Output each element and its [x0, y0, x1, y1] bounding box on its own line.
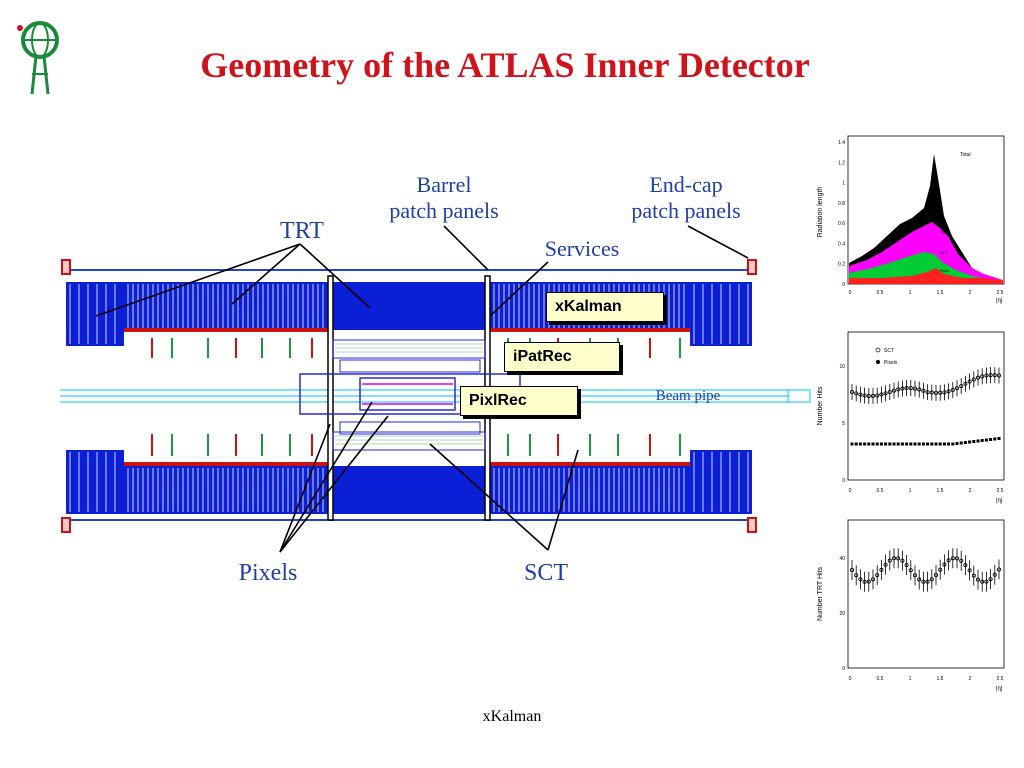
radiation-xlabel: |η| — [996, 298, 1003, 304]
slide-footer: xKalman — [482, 708, 542, 725]
trt-hits-ylabel: Number TRT Hits — [817, 566, 824, 621]
trt-y-tick: 0 — [842, 666, 845, 672]
radiation-x-tick: 1.5 — [937, 290, 944, 296]
trt-x-tick: 2.5 — [997, 676, 1004, 682]
label-sct: SCT — [524, 560, 568, 586]
radiation-x-tick: 1 — [909, 290, 912, 296]
hits-sct-series — [850, 367, 1001, 404]
trt-hits-xlabel: |η| — [996, 686, 1003, 692]
trt-hits-series — [850, 548, 1001, 592]
radiation-legend-trt: TRT — [940, 230, 948, 235]
radiation-y-tick: 0.8 — [838, 201, 845, 207]
hits-legend-sct: SCT — [884, 348, 894, 354]
trt-x-tick: 0.5 — [877, 676, 884, 682]
radiation-y-tick: 1 — [842, 181, 845, 187]
trt-endcap-right-bottom — [490, 450, 752, 514]
atlas-logo-icon — [17, 21, 59, 95]
radiation-y-tick: 0.4 — [838, 241, 845, 247]
hits-y-tick: 10 — [839, 364, 845, 370]
slide-title: Geometry of the ATLAS Inner Detector — [200, 45, 810, 85]
trt-hits-plot: Number TRT Hits 40 20 0 0 0.5 1 1.5 2 2.5 |η| — [812, 514, 1012, 694]
number-hits-plot: Number Hits 10 5 0 0 0.5 1 1.5 2 2.5 |η| SCT Pi… — [812, 326, 1012, 506]
label-barrel-panels: patch panels — [389, 198, 498, 223]
hits-x-tick: 2.5 — [997, 488, 1004, 494]
trt-x-tick: 2 — [969, 676, 972, 682]
label-trt: TRT — [280, 218, 324, 244]
radiation-y-tick: 0.2 — [838, 262, 845, 268]
hits-x-tick: 1 — [909, 488, 912, 494]
pixel-detector — [299, 373, 521, 415]
hits-legend-pixels: Pixels — [884, 360, 898, 366]
outer-rails — [61, 259, 757, 533]
trt-y-tick: 40 — [839, 556, 845, 562]
radiation-y-tick: 1.2 — [838, 160, 845, 166]
label-services: Services — [545, 236, 620, 261]
radiation-x-tick: 0 — [849, 290, 852, 296]
label-beam-pipe: Beam pipe — [656, 388, 721, 404]
radiation-x-tick: 0.5 — [877, 290, 884, 296]
leader-lines — [95, 225, 749, 553]
hits-x-tick: 1.5 — [937, 488, 944, 494]
radiation-x-tick: 2 — [969, 290, 972, 296]
trt-barrel-bottom — [333, 466, 487, 514]
hits-x-tick: 0 — [849, 488, 852, 494]
hits-x-tick: 2 — [969, 488, 972, 494]
radiation-length-plot: Radiation length 1.4 1.2 1 0.8 0.6 0.4 0.2 0 0 0… — [812, 128, 1012, 304]
radiation-legend-sct: SCT — [940, 250, 949, 255]
hits-ylabel: Number Hits — [817, 386, 824, 425]
ipatrec-callout: iPatRec — [504, 342, 620, 372]
radiation-y-tick: 0.6 — [838, 221, 845, 227]
radiation-ylabel: Radiation length — [817, 187, 824, 238]
hits-y-tick: 5 — [842, 421, 845, 427]
label-pixels: Pixels — [239, 560, 298, 586]
trt-x-tick: 1 — [909, 676, 912, 682]
trt-x-tick: 0 — [849, 676, 852, 682]
label-endcap: End-cap — [649, 172, 722, 197]
radiation-legend-total: Total — [960, 152, 971, 158]
pixlrec-callout: PixlRec — [460, 386, 578, 416]
trt-y-tick: 20 — [839, 611, 845, 617]
hits-xlabel: |η| — [996, 498, 1003, 504]
trt-barrel-top — [333, 282, 487, 330]
radiation-legend-pixel: Pixel — [940, 268, 949, 273]
sct-layer-fill — [335, 343, 483, 445]
hits-y-tick: 0 — [842, 478, 845, 484]
radiation-x-tick: 2.5 — [997, 290, 1004, 296]
label-endcap-panels: patch panels — [631, 198, 740, 223]
hits-pixel-series — [850, 437, 1001, 446]
trt-x-tick: 1.5 — [937, 676, 944, 682]
xkalman-callout: xKalman — [546, 292, 664, 322]
support-bands — [124, 328, 690, 466]
radiation-y-tick: 0 — [842, 282, 845, 288]
label-barrel: Barrel — [417, 172, 472, 197]
radiation-y-tick: 1.4 — [838, 140, 845, 146]
hits-x-tick: 0.5 — [877, 488, 884, 494]
sct-barrel-layers — [332, 339, 486, 451]
beam-pipe — [60, 389, 811, 403]
